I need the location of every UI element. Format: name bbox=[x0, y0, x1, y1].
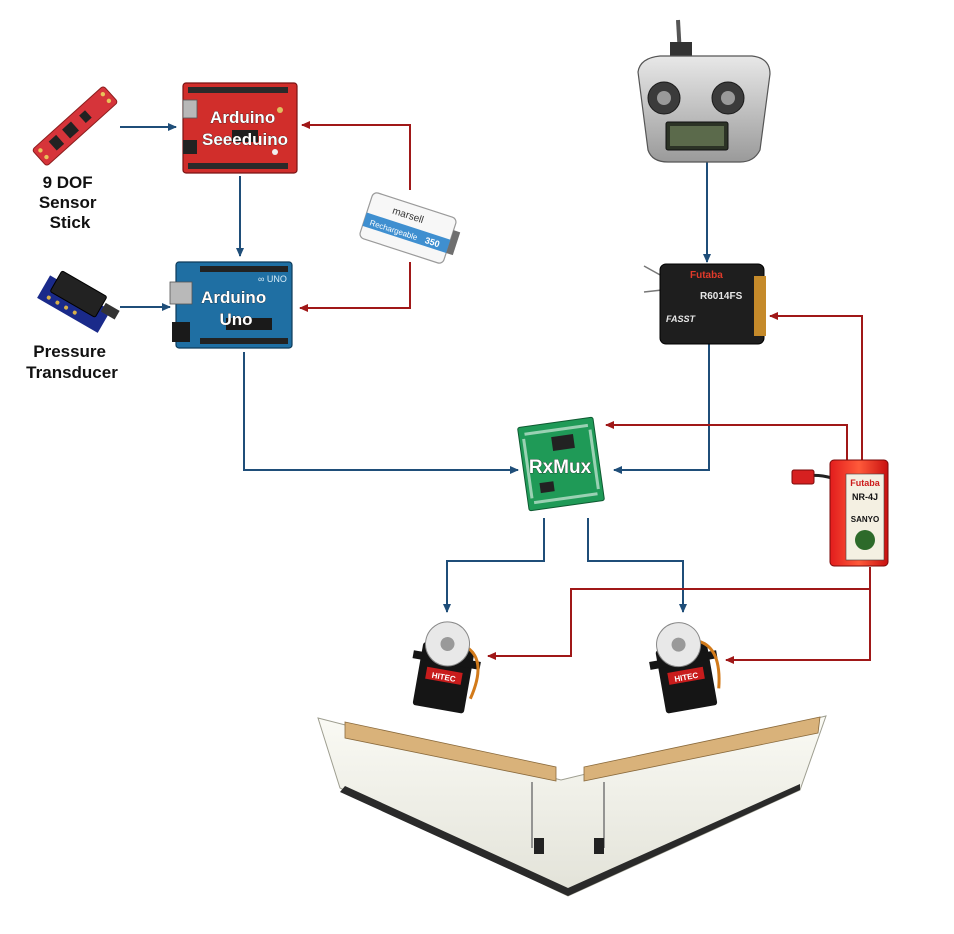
receiver-tag: FASST bbox=[666, 314, 697, 324]
wire-rxmux-to-right-servo bbox=[587, 518, 687, 613]
seeeduino-board: Arduino Seeeduino bbox=[182, 82, 298, 174]
rxmux-label: RxMux bbox=[529, 457, 592, 478]
rx-battery-model: NR-4J bbox=[852, 492, 878, 502]
nine-volt-rating: 350 bbox=[424, 235, 441, 249]
rxmux-board: RxMux bbox=[517, 416, 605, 512]
wire-rxbattery-to-right-servo bbox=[725, 589, 871, 664]
receiver: Futaba R6014FS FASST bbox=[643, 263, 766, 345]
svg-text:∞ UNO: ∞ UNO bbox=[258, 274, 287, 284]
pressure-transducer-label: Pressure Transducer bbox=[26, 342, 118, 382]
connections bbox=[120, 121, 871, 664]
receiver-model: R6014FS bbox=[700, 291, 743, 302]
wire-battery-to-seeeduino bbox=[301, 121, 411, 190]
wire-receiver-to-rxmux bbox=[613, 344, 710, 474]
wire-uno-to-rxmux bbox=[243, 352, 519, 474]
seeeduino-label: Arduino Seeeduino bbox=[202, 108, 288, 149]
wire-rxbattery-to-left-servo bbox=[487, 567, 871, 660]
arduino-uno-label: Arduino Uno bbox=[201, 288, 271, 329]
receiver-battery-pack: Futaba NR-4J SANYO bbox=[791, 459, 889, 567]
nine-volt-battery: marsell Rechargeable 350 bbox=[359, 192, 461, 264]
pressure-transducer bbox=[37, 270, 120, 333]
rc-transmitter bbox=[637, 19, 771, 163]
wire-rxbattery-to-rxmux bbox=[605, 421, 848, 460]
flying-wing bbox=[317, 715, 827, 897]
servo-left: HITEC bbox=[412, 621, 481, 714]
rx-battery-maker: SANYO bbox=[851, 515, 879, 524]
servo-right-brand: HITEC bbox=[674, 671, 699, 684]
servo-right: HITEC bbox=[649, 622, 721, 714]
servo-left-brand: HITEC bbox=[431, 671, 456, 684]
wire-battery-to-uno bbox=[299, 262, 411, 312]
arduino-uno-board: ∞ UNO Arduino Uno bbox=[169, 261, 293, 349]
receiver-brand: Futaba bbox=[690, 270, 723, 281]
wire-rxmux-to-left-servo bbox=[443, 518, 545, 613]
sensor-stick bbox=[32, 86, 118, 166]
sensor-stick-label: 9 DOF Sensor Stick bbox=[39, 173, 101, 232]
wire-rxbattery-to-receiver bbox=[769, 312, 863, 460]
rx-battery-brand: Futaba bbox=[850, 478, 880, 488]
